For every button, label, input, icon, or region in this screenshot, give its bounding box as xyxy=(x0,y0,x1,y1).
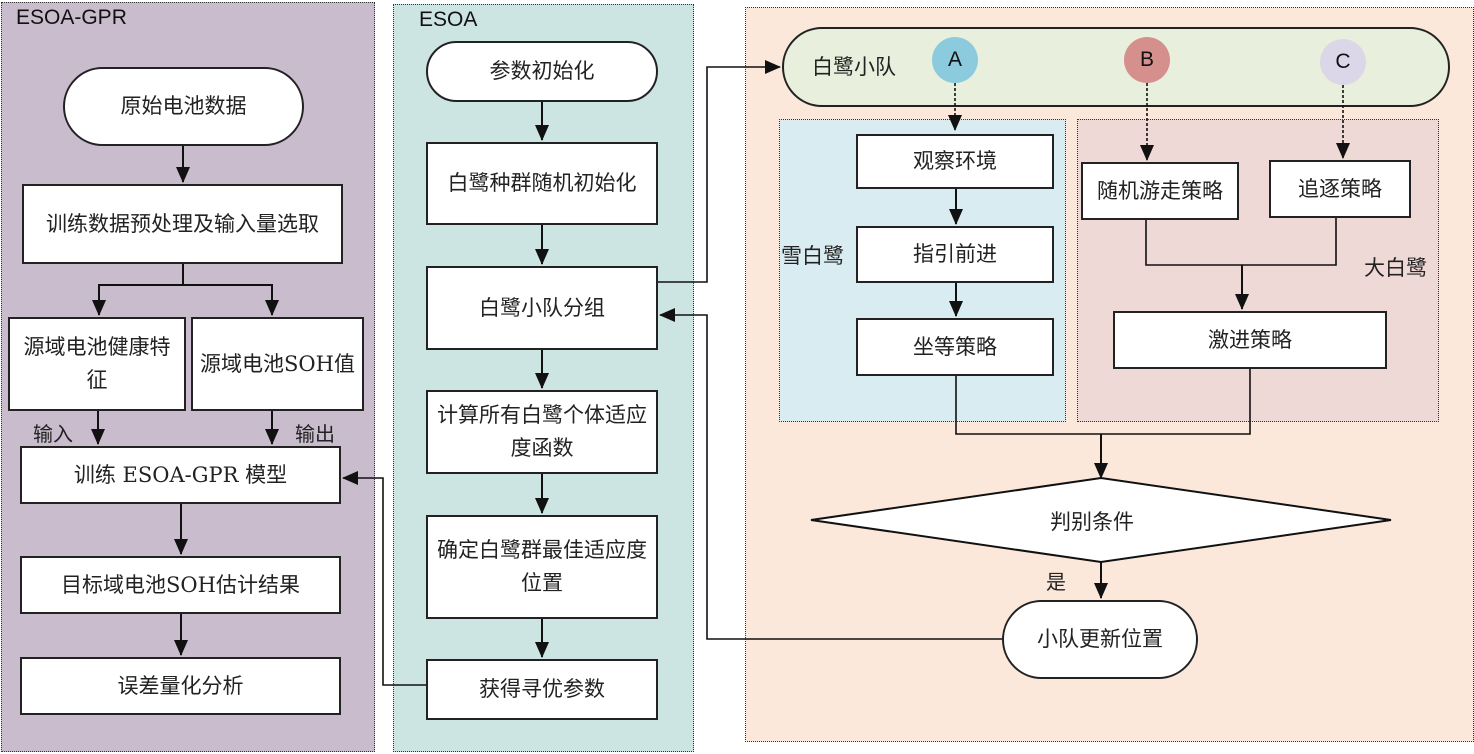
fitness-box: 计算所有白鹭个体适应度函数 xyxy=(426,390,658,474)
random-walk-box: 随机游走策略 xyxy=(1081,162,1239,220)
param-init: 参数初始化 xyxy=(426,41,658,102)
yes-label: 是 xyxy=(1046,570,1066,594)
best-position-box: 确定白鹭群最佳适应度位置 xyxy=(426,515,658,619)
guide-forward-box: 指引前进 xyxy=(856,226,1054,283)
raw-battery-data: 原始电池数据 xyxy=(63,67,304,146)
esoa-gpr-panel-title: ESOA-GPR xyxy=(16,6,127,29)
train-model-box: 训练 ESOA-GPR 模型 xyxy=(20,446,341,504)
esoa-panel-title: ESOA xyxy=(419,8,478,31)
error-analysis-box: 误差量化分析 xyxy=(20,657,341,715)
target-soh-box: 目标域电池SOH估计结果 xyxy=(20,556,341,614)
population-init-box: 白鹭种群随机初始化 xyxy=(426,142,658,225)
chase-box: 追逐策略 xyxy=(1269,160,1411,218)
input-label: 输入 xyxy=(33,422,73,446)
sit-wait-box: 坐等策略 xyxy=(856,318,1054,376)
esoa-panel xyxy=(393,4,694,752)
output-label: 输出 xyxy=(295,422,335,446)
great-egret-label: 大白鹭 xyxy=(1364,256,1427,280)
circle-a: A xyxy=(932,37,978,83)
source-features-box: 源域电池健康特征 xyxy=(8,317,186,411)
get-params-box: 获得寻优参数 xyxy=(426,659,658,720)
circle-c: C xyxy=(1320,39,1366,85)
decision-label: 判别条件 xyxy=(1050,510,1134,534)
source-soh-box: 源域电池SOH值 xyxy=(191,317,364,411)
team-grouping-box: 白鹭小队分组 xyxy=(426,266,658,350)
aggressive-box: 激进策略 xyxy=(1113,311,1387,369)
preprocess-box: 训练数据预处理及输入量选取 xyxy=(22,184,343,264)
egret-team-label: 白鹭小队 xyxy=(812,54,896,79)
update-position: 小队更新位置 xyxy=(1002,600,1198,679)
observe-env-box: 观察环境 xyxy=(856,134,1054,189)
circle-b: B xyxy=(1124,37,1170,83)
snowy-egret-label: 雪白鹭 xyxy=(781,244,844,268)
